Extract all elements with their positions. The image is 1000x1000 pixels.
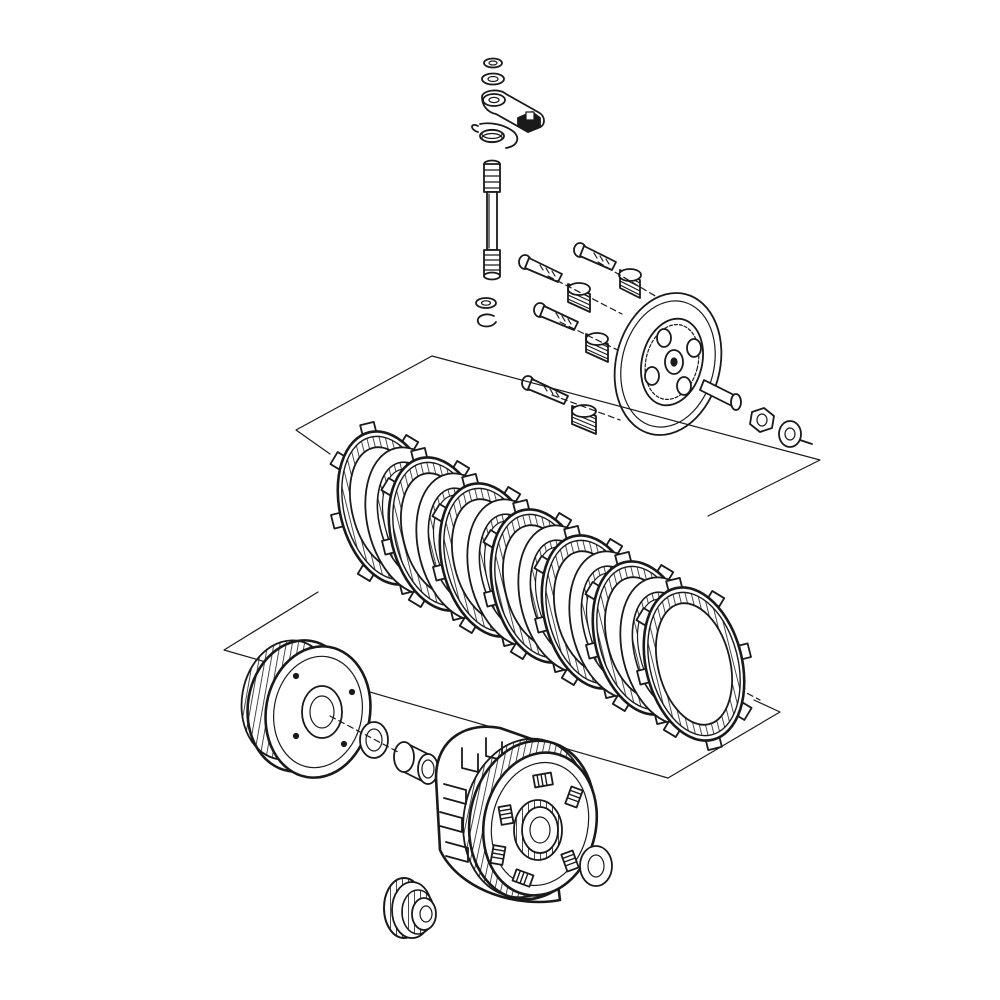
spring-bolt-2 <box>518 254 563 283</box>
spring-bolt-4 <box>521 375 569 405</box>
hub-thrust-washer <box>359 721 389 759</box>
oil-pump-drive-gear <box>383 877 437 939</box>
damper-springs <box>489 771 584 888</box>
clutch-plate-pack <box>223 355 821 779</box>
pressure-plate <box>613 292 723 436</box>
lever-return-spring <box>471 122 519 149</box>
release-lever-assembly <box>471 57 545 328</box>
plate-group-frame <box>295 355 821 517</box>
clutch-spring-4 <box>571 404 597 435</box>
top-washer <box>481 72 505 86</box>
housing-thrust-washer <box>579 845 613 887</box>
pressure-plate-assembly <box>518 242 813 448</box>
shaft-circlip <box>476 313 497 328</box>
needle-bearing-sleeve <box>393 741 439 785</box>
spring-bolt-1 <box>573 242 617 271</box>
plate-group-frame-lower <box>223 591 781 779</box>
friction-plate-7 <box>635 576 753 752</box>
hub-nut <box>749 407 775 433</box>
lock-washer <box>778 420 813 448</box>
clutch-spring-1 <box>618 268 642 299</box>
clutch-hub-assembly <box>240 639 591 851</box>
push-rod <box>699 379 742 411</box>
release-lever-arm <box>481 89 545 133</box>
release-shaft <box>483 159 501 281</box>
plate-stack <box>329 420 753 752</box>
spring-bolt-3 <box>533 302 579 331</box>
top-circlip <box>483 57 503 69</box>
clutch-spring-3 <box>585 332 609 363</box>
clutch-hub <box>240 639 372 779</box>
clutch-housing <box>434 725 599 904</box>
shaft-washer <box>475 297 497 309</box>
